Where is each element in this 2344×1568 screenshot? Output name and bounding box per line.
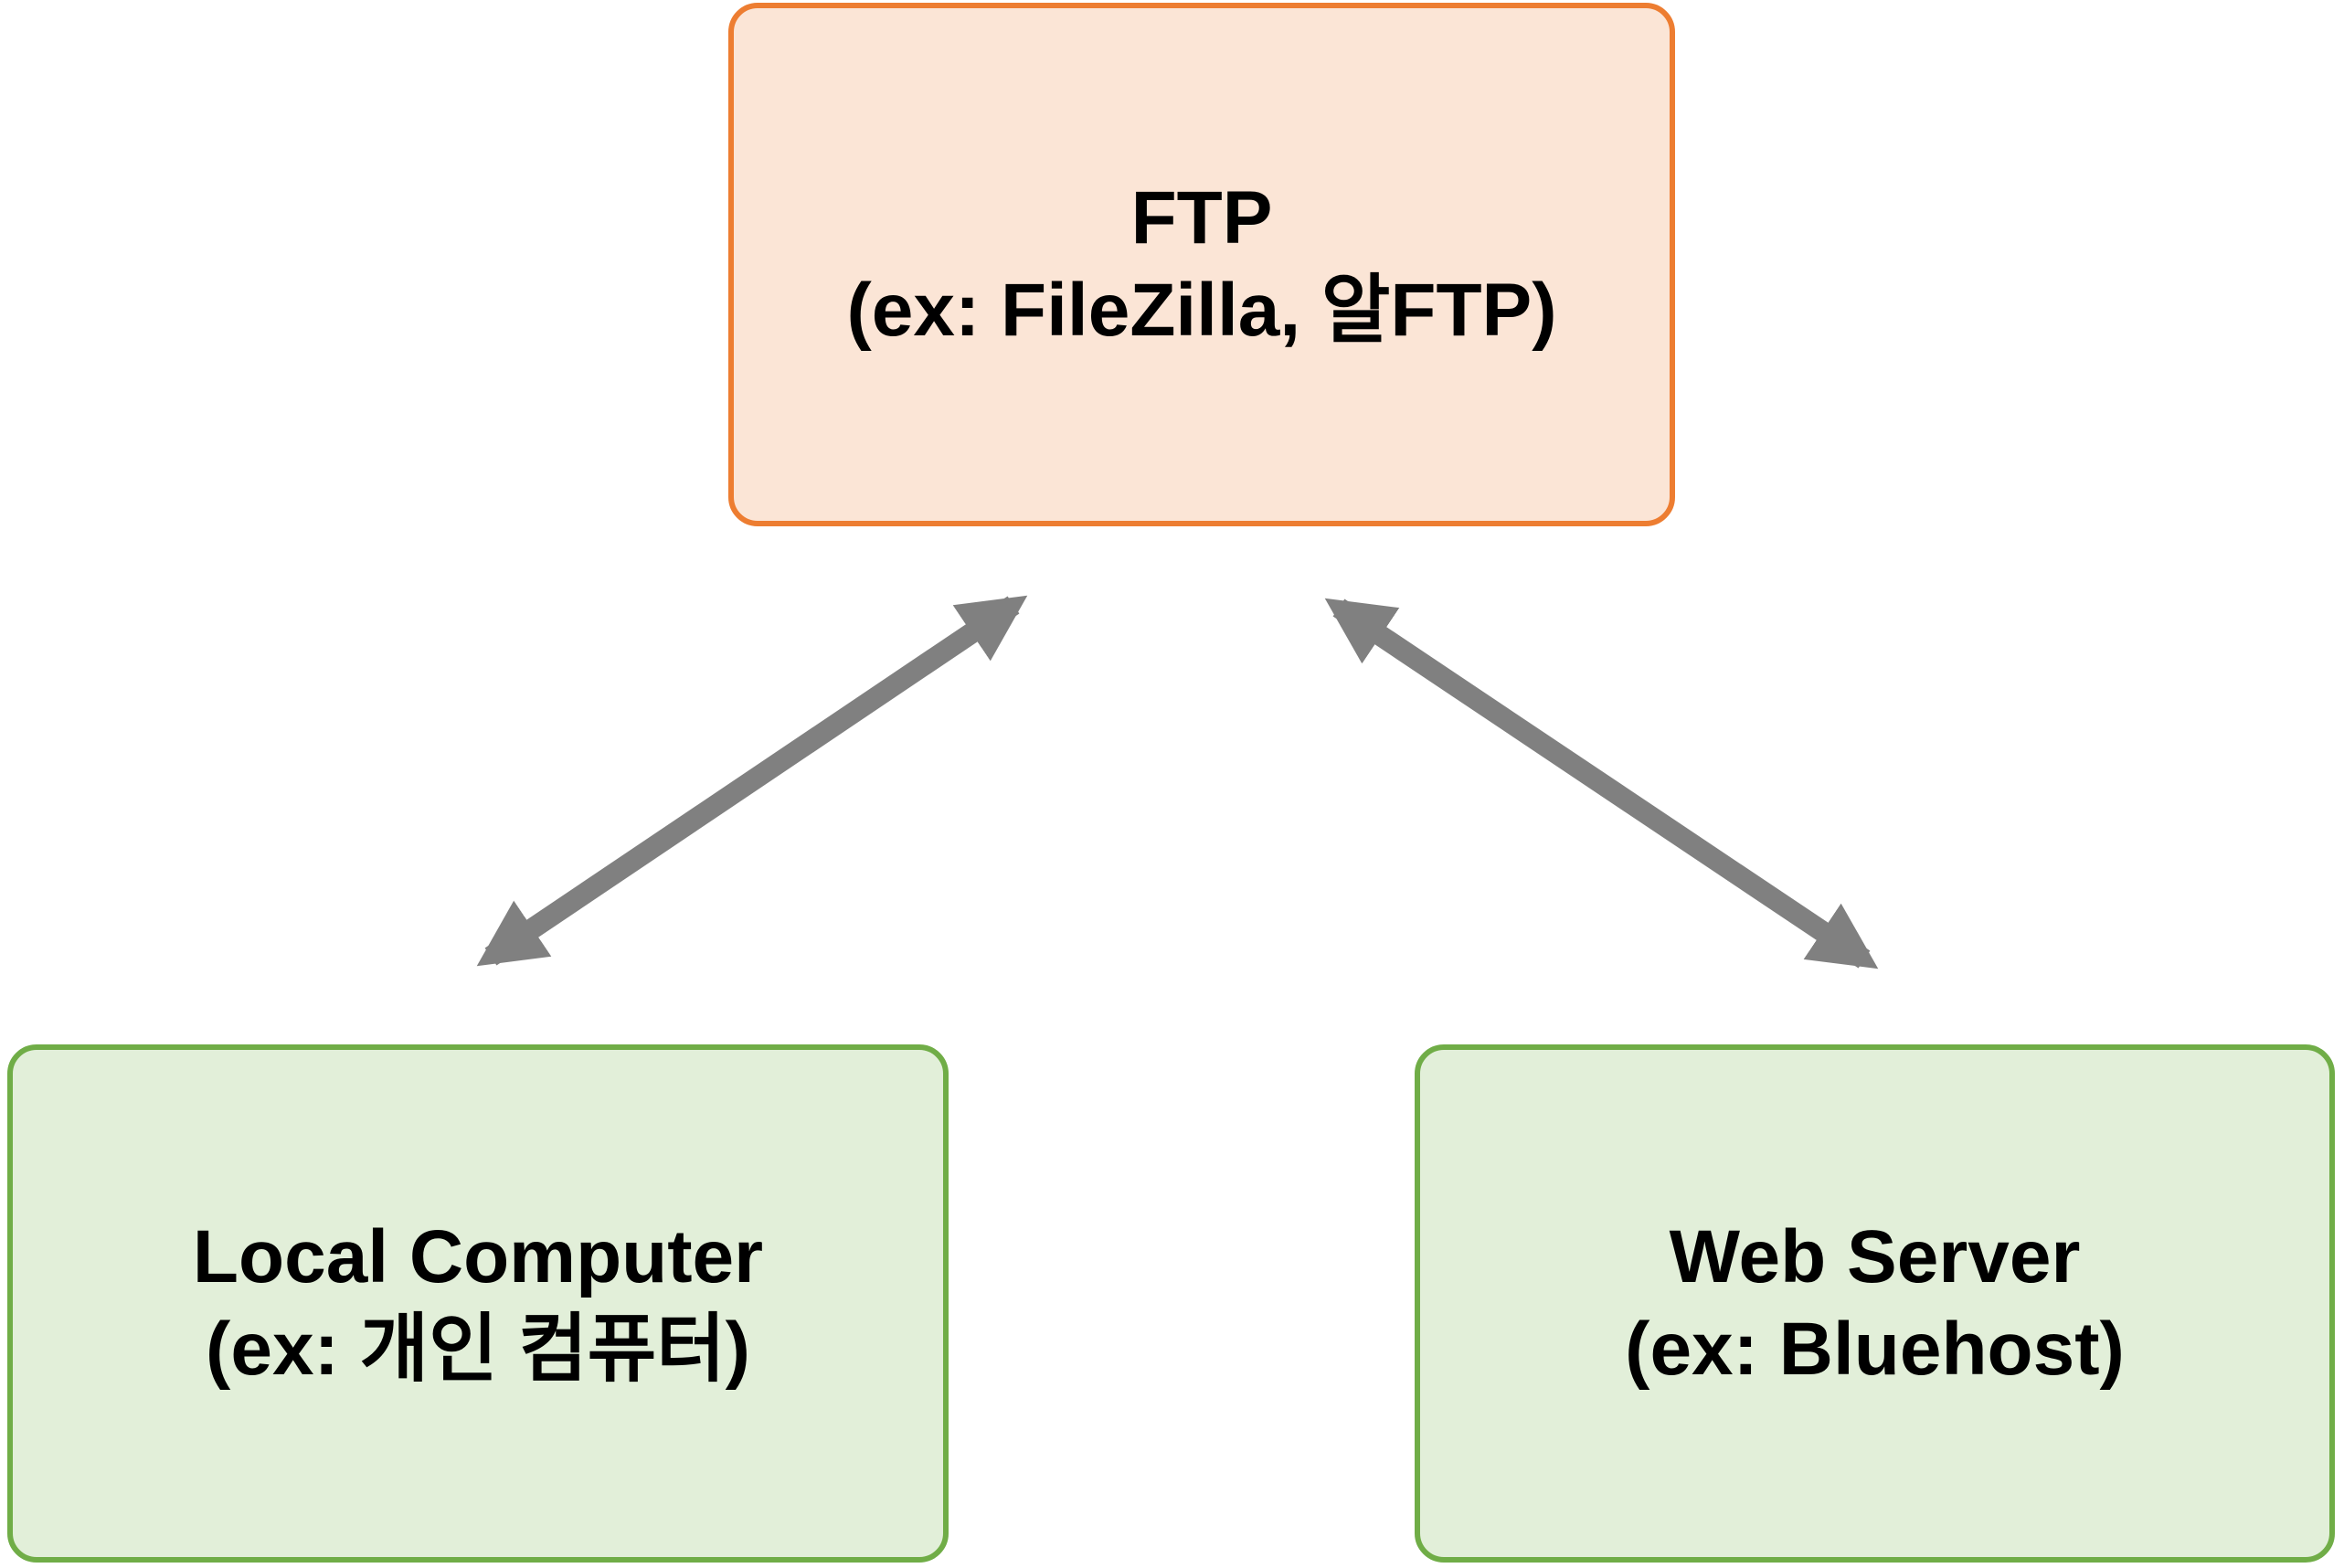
node-local-computer: Local Computer (ex: 개인 컴퓨터)	[7, 1044, 949, 1563]
node-web-server: Web Server (ex: Bluehost)	[1415, 1044, 2335, 1563]
node-local-computer-subtitle: (ex: 개인 컴퓨터)	[206, 1307, 750, 1391]
node-ftp: FTP (ex: FileZilla, 알FTP)	[728, 3, 1675, 526]
node-local-computer-title: Local Computer	[192, 1215, 764, 1299]
node-web-server-title: Web Server	[1669, 1215, 2081, 1299]
node-ftp-title: FTP	[1130, 176, 1273, 260]
node-ftp-subtitle: (ex: FileZilla, 알FTP)	[846, 268, 1557, 352]
connector-ftp-web-arrow	[1324, 598, 1879, 969]
node-web-server-subtitle: (ex: Bluehost)	[1625, 1307, 2125, 1391]
connector-ftp-local-arrow	[476, 595, 1028, 967]
